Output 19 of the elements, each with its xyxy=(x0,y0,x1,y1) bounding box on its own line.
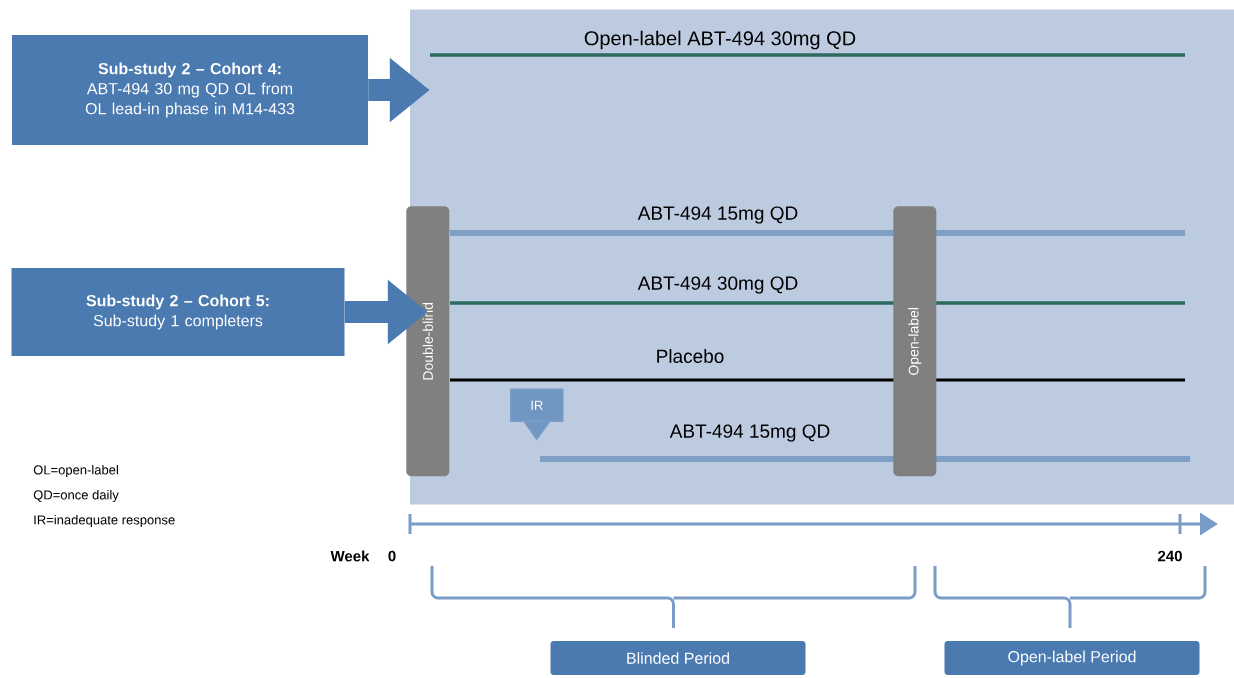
arm-label: ABT-494 15mg QD xyxy=(669,424,830,442)
abbreviation-note: OL=open-label xyxy=(33,464,118,478)
callout-box: IR xyxy=(510,388,564,441)
arm-label: ABT-494 30mg QD xyxy=(637,276,798,294)
arm-label: ABT-494 15mg QD xyxy=(637,206,798,224)
cohort-box: Sub-study 2 – Cohort 5: Sub-study 1 completers xyxy=(11,268,345,356)
arm-label: Open-label ABT-494 30mg QD xyxy=(584,30,856,50)
phase-bar: Double-blind xyxy=(406,206,450,477)
abbreviation-note: IR=inadequate response xyxy=(34,514,175,528)
period-box: Blinded Period xyxy=(550,641,806,675)
abbreviation-note: QD=once daily xyxy=(33,489,119,503)
period-box: Open-label Period xyxy=(944,641,1200,675)
arm-label: Placebo xyxy=(657,349,724,363)
phase-bar: Open-label xyxy=(893,206,937,477)
axis-label: Week xyxy=(330,550,370,562)
tick-label: 240 xyxy=(1158,550,1182,562)
cohort-box: Sub-study 2 – Cohort 4: ABT-494 30 mg QD OL from OL lead-in phase in M14-433 xyxy=(12,35,368,145)
trial-panel xyxy=(410,9,1234,505)
tick-label: 0 xyxy=(388,550,396,562)
